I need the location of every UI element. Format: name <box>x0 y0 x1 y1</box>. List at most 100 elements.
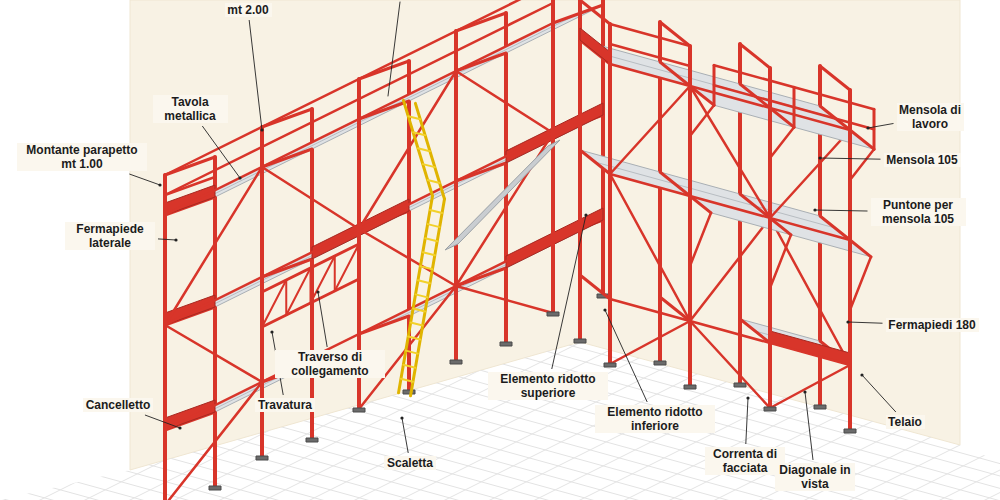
bracket-strut <box>850 149 874 180</box>
leader-line <box>388 2 400 96</box>
leader-dot <box>260 128 263 131</box>
guard-rail <box>165 177 215 195</box>
floor-line <box>810 20 1000 500</box>
ramp <box>445 140 560 250</box>
frame-post <box>688 46 692 386</box>
base-plate <box>604 363 616 367</box>
leader-line <box>746 398 748 444</box>
part-label: Elemento ridotto inferiore <box>595 405 715 433</box>
diagonal-brace <box>359 229 456 286</box>
toe-board <box>770 331 850 365</box>
floor-line <box>0 20 505 500</box>
part-label: Travatura <box>255 398 315 412</box>
ladder-rung <box>420 266 432 269</box>
ladder-rung <box>413 308 425 311</box>
floor-line <box>0 20 190 500</box>
floor-grid <box>0 20 1000 500</box>
leader-lines <box>129 2 895 460</box>
frame-post <box>454 31 458 361</box>
diagonal-brace <box>165 325 262 382</box>
leader-line <box>552 215 586 369</box>
ladder-rung <box>425 238 437 241</box>
floor-line <box>405 20 1000 500</box>
base-plate <box>844 429 856 433</box>
truss-web <box>286 268 310 315</box>
bracket-strut <box>690 213 711 266</box>
ladder-rung <box>411 323 423 326</box>
floor-line <box>0 20 235 500</box>
leader-line <box>318 292 327 347</box>
floor-line <box>0 300 235 500</box>
part-label: Cancelletto <box>83 398 153 412</box>
leader-dot <box>866 126 869 129</box>
frame-ledger <box>580 150 610 174</box>
ladder-rail <box>415 103 444 199</box>
ladder-rung <box>403 365 415 368</box>
part-label: Mensola 105 <box>884 153 961 167</box>
leader-line <box>848 322 883 323</box>
diagonal-brace <box>456 286 553 313</box>
ladder-rung <box>428 224 440 227</box>
part-label: Fermapiedi 180 <box>886 318 979 332</box>
floor-line <box>315 300 1000 500</box>
base-plate <box>684 385 696 389</box>
base-plate <box>547 312 559 316</box>
diagonal-brace <box>690 321 770 408</box>
leader-dot <box>178 426 181 429</box>
floor-line <box>0 20 775 500</box>
floor-line <box>855 20 1000 500</box>
deck-plank-line <box>384 62 481 110</box>
floor-line <box>585 20 1000 500</box>
floor-line <box>720 20 1000 500</box>
floor-line <box>45 20 1000 500</box>
leader-line <box>862 375 896 412</box>
diagonal-brace <box>610 321 690 364</box>
diagonal-brace <box>165 382 262 500</box>
ladder-rung <box>423 252 435 255</box>
ladder-rung <box>401 379 413 382</box>
truss-web <box>311 256 335 303</box>
bracket-strut <box>850 257 871 310</box>
part-label: Traverso di collegamento <box>275 350 385 378</box>
diagonal-brace <box>262 167 359 229</box>
wall <box>130 0 960 470</box>
part-label: Scaletta <box>384 456 436 470</box>
base-plate <box>764 407 776 411</box>
leader-line <box>868 123 894 128</box>
part-label: Mensola di lavoro <box>897 103 964 131</box>
bracket-arm <box>850 130 874 149</box>
floor-line <box>765 300 1000 500</box>
part-label: Diagonale in vista <box>775 463 855 491</box>
left-scaffold <box>159 0 609 500</box>
part-label: Elemento ridotto superiore <box>488 372 608 400</box>
frame-post <box>601 0 605 295</box>
floor-line <box>0 300 325 500</box>
floor-line <box>0 20 145 500</box>
bracket-strut <box>690 105 714 136</box>
part-label: Puntone per mensola 105 <box>871 198 966 226</box>
base-plate <box>734 383 746 387</box>
leader-line <box>605 310 647 402</box>
floor-line <box>315 20 1000 500</box>
leader-dot <box>174 238 177 241</box>
floor-line <box>495 20 1000 500</box>
floor-line <box>0 300 415 500</box>
guard-rail <box>610 24 690 46</box>
frame-post <box>578 0 582 340</box>
ladder-rung <box>416 294 428 297</box>
frame-post <box>163 175 167 500</box>
floor-line <box>0 300 685 500</box>
floor-line <box>225 20 1000 500</box>
frame-post <box>504 13 508 343</box>
ladder-rung <box>430 210 442 213</box>
leader-dot <box>603 308 606 311</box>
leader-line <box>158 239 176 240</box>
leader-line <box>815 210 868 211</box>
toe-board <box>580 28 610 64</box>
right-scaffold <box>574 0 874 433</box>
ladder <box>399 100 445 395</box>
floor-line <box>0 20 955 500</box>
truss-web <box>285 280 287 315</box>
